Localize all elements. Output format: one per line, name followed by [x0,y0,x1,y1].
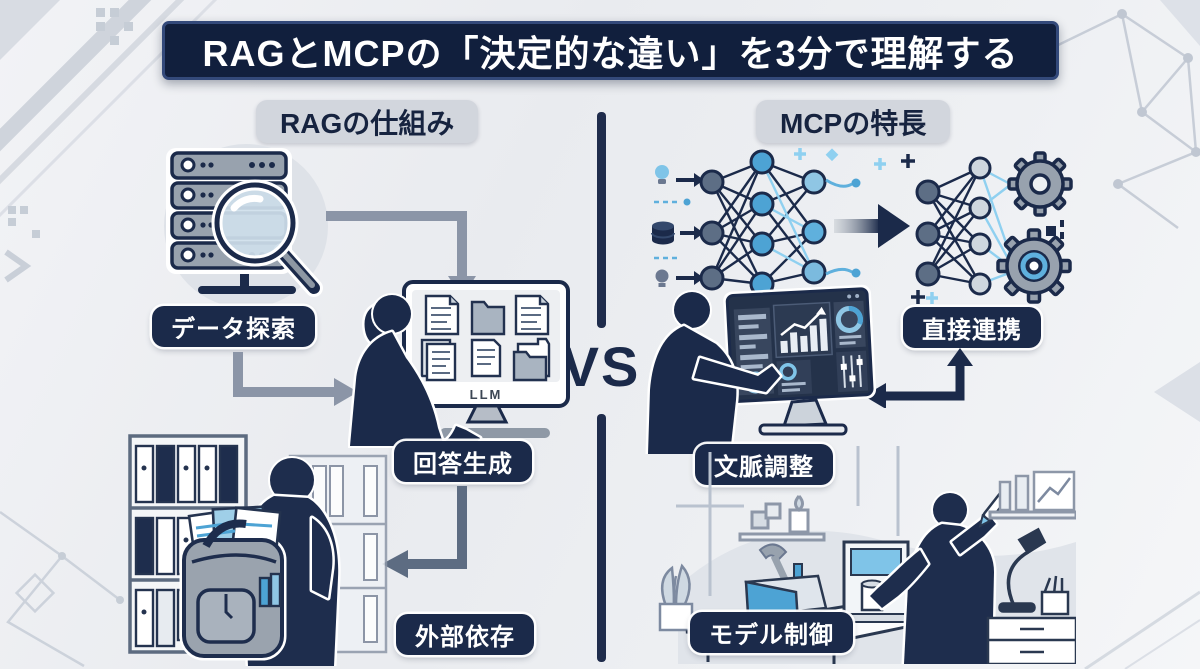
plant-icon [658,563,694,632]
context-adjust-label: 文脈調整 [714,454,814,481]
database-icon [651,221,675,245]
archive-backpack-illustration [122,428,390,666]
title-banner: RAGとMCPの「決定的な違い」を3分で理解する [162,21,1059,80]
divider-top [597,112,606,328]
vs-label: VS [561,335,641,398]
magnifier-icon [211,179,323,297]
rag-header-label: RAGの仕組み [280,107,455,139]
mcp-header-label: MCPの特長 [780,107,927,139]
mcp-step-direct-link: 直接連携 [903,307,1041,348]
rag-step-data-search: データ探索 [152,306,315,347]
llm-monitor-icon: LLM [402,280,570,424]
rag-step-answer-gen: 回答生成 [394,441,532,482]
external-dep-label: 外部依存 [415,624,515,651]
page-title: RAGとMCPの「決定的な違い」を3分で理解する [202,32,1019,74]
llm-tag: LLM [470,387,503,402]
arrow-search-to-llm [228,350,368,410]
backpack-icon [179,505,287,661]
desk-lamp-icon [998,527,1047,613]
data-search-label: データ探索 [171,316,296,343]
model-control-label: モデル制御 [709,622,834,649]
supply-shelf-icon [988,470,1076,520]
woman-silhouette [348,293,483,448]
answer-gen-label: 回答生成 [413,451,513,478]
arrow-llm-to-archive [376,484,476,579]
server-search-icon [148,142,348,310]
direct-link-label: 直接連携 [922,317,1022,344]
dashboard-operator-illustration [642,282,884,454]
input-icons [651,165,704,287]
model-machine-icon [837,540,919,623]
pen-cup-icon [1040,575,1070,616]
gear-icon-bottom [996,228,1072,304]
rag-step-external-dep: 外部依存 [396,614,534,655]
mcp-step-context-adjust: 文脈調整 [695,444,833,485]
arrow-dashboard-direct-link [860,346,980,408]
divider-bottom [597,414,606,662]
gear-icon-top [1007,151,1073,217]
drawer-unit-icon [986,616,1076,664]
pointing-man-silhouette [645,290,783,454]
mcp-section-header: MCPの特長 [756,100,951,143]
llm-operator-illustration: LLM [348,278,576,448]
neural-network-illustration [642,142,1078,308]
model-control-man-silhouette [867,491,999,664]
mcp-step-model-control: モデル制御 [690,612,853,653]
transfer-arrow-icon [834,204,910,248]
wall-shelf-icon [738,495,826,542]
rag-section-header: RAGの仕組み [256,100,479,143]
